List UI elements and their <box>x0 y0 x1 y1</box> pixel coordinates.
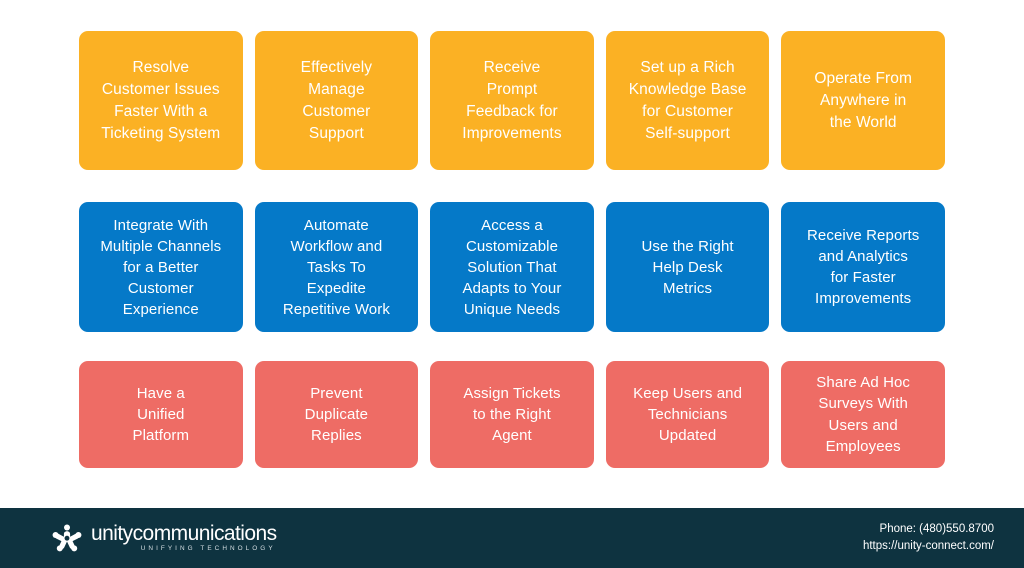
card-right-help-desk-metrics[interactable]: Use the Right Help Desk Metrics <box>605 202 770 332</box>
card-label: Keep Users and Technicians Updated <box>633 384 743 445</box>
brand-wordmark: unitycommunications UNIFYING TECHNOLOGY <box>91 521 277 554</box>
card-integrate-multiple-channels[interactable]: Integrate With Multiple Channels for a B… <box>79 202 243 332</box>
card-label: Use the Right Help Desk Metrics <box>641 237 734 297</box>
card-label: Have a Unified Platform <box>132 384 190 445</box>
card-label: Receive Reports and Analytics for Faster… <box>806 227 920 307</box>
unity-people-star-icon <box>52 524 82 552</box>
blue-card-row: Integrate With Multiple Channels for a B… <box>79 202 945 332</box>
card-effectively-manage-customer-support[interactable]: Effectively Manage Customer Support <box>254 31 419 170</box>
card-customizable-solution[interactable]: Access a Customizable Solution That Adap… <box>430 202 594 332</box>
card-label: Prevent Duplicate Replies <box>304 384 369 445</box>
card-automate-workflow-tasks[interactable]: Automate Workflow and Tasks To Expedite … <box>254 202 419 332</box>
card-label: Effectively Manage Customer Support <box>300 58 373 142</box>
card-label: Resolve Customer Issues Faster With a Ti… <box>101 58 221 142</box>
contact-info: Phone: (480)550.8700 https://unity-conne… <box>863 521 994 554</box>
footer-bar: unitycommunications UNIFYING TECHNOLOGY … <box>0 508 1024 568</box>
card-label: Share Ad Hoc Surveys With Users and Empl… <box>816 373 911 455</box>
benefits-card-grid: Resolve Customer Issues Faster With a Ti… <box>79 31 945 468</box>
card-resolve-customer-issues[interactable]: Resolve Customer Issues Faster With a Ti… <box>79 31 243 170</box>
card-rich-knowledge-base[interactable]: Set up a Rich Knowledge Base for Custome… <box>605 31 770 170</box>
card-label: Assign Tickets to the Right Agent <box>463 384 561 445</box>
card-label: Operate From Anywhere in the World <box>814 69 913 131</box>
red-card-row: Have a Unified Platform Prevent Duplicat… <box>79 361 945 468</box>
card-label: Set up a Rich Knowledge Base for Custome… <box>628 58 747 142</box>
brand-logo[interactable]: unitycommunications UNIFYING TECHNOLOGY <box>52 521 277 554</box>
card-assign-tickets[interactable]: Assign Tickets to the Right Agent <box>430 361 594 468</box>
card-keep-users-updated[interactable]: Keep Users and Technicians Updated <box>605 361 770 468</box>
card-prevent-duplicate-replies[interactable]: Prevent Duplicate Replies <box>254 361 419 468</box>
card-operate-from-anywhere[interactable]: Operate From Anywhere in the World <box>781 31 945 170</box>
card-unified-platform[interactable]: Have a Unified Platform <box>79 361 243 468</box>
card-label: Automate Workflow and Tasks To Expedite … <box>282 216 390 318</box>
card-reports-and-analytics[interactable]: Receive Reports and Analytics for Faster… <box>781 202 945 332</box>
orange-card-row: Resolve Customer Issues Faster With a Ti… <box>79 31 945 170</box>
contact-phone: Phone: (480)550.8700 <box>879 523 994 536</box>
card-label: Receive Prompt Feedback for Improvements <box>462 58 562 142</box>
brand-tagline: UNIFYING TECHNOLOGY <box>140 545 276 553</box>
contact-website[interactable]: https://unity-connect.com/ <box>862 540 994 552</box>
card-label: Integrate With Multiple Channels for a B… <box>100 216 222 318</box>
card-share-ad-hoc-surveys[interactable]: Share Ad Hoc Surveys With Users and Empl… <box>781 361 945 468</box>
brand-name: unitycommunications <box>91 521 277 545</box>
card-receive-prompt-feedback[interactable]: Receive Prompt Feedback for Improvements <box>430 31 594 170</box>
card-label: Access a Customizable Solution That Adap… <box>462 216 562 318</box>
